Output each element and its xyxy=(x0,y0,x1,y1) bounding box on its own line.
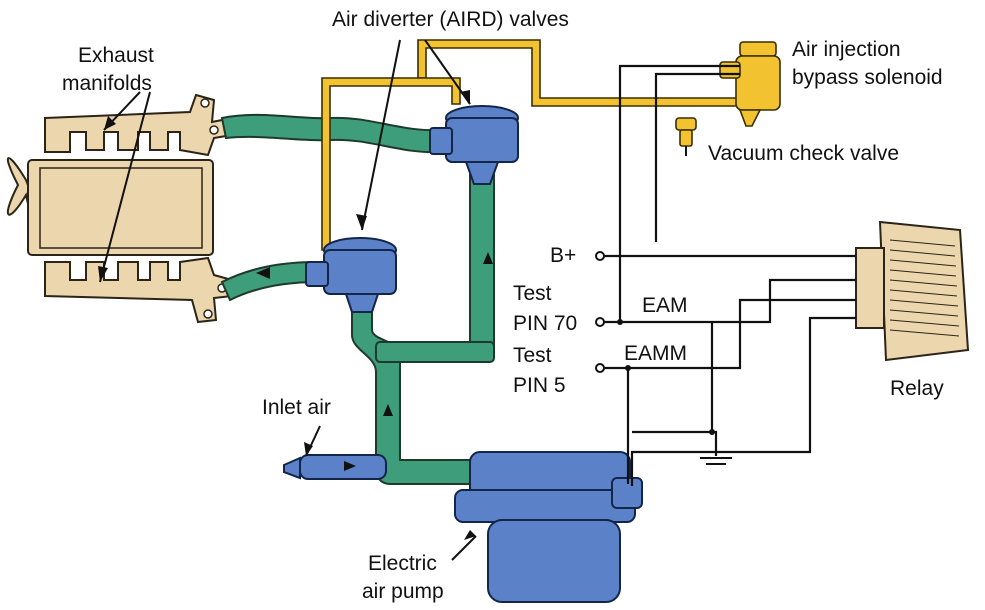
lower-exhaust-manifold xyxy=(45,258,232,322)
b-plus-terminal xyxy=(596,252,604,260)
exhaust-label-line2: manifolds xyxy=(62,72,152,95)
wiring xyxy=(596,66,856,486)
bypass-solenoid xyxy=(720,42,780,126)
solenoid-label-line2: bypass solenoid xyxy=(792,66,943,89)
upper-aird-valve xyxy=(430,106,518,184)
lower-aird-valve xyxy=(306,238,396,312)
test-pin-70-label-line2: PIN 70 xyxy=(513,312,577,335)
aird-valves-label: Air diverter (AIRD) valves xyxy=(332,8,569,31)
exhaust-label-line1: Exhaust xyxy=(78,44,154,67)
check-valve-label: Vacuum check valve xyxy=(708,142,899,165)
relay xyxy=(856,222,968,360)
upper-exhaust-manifold xyxy=(45,95,232,155)
test-pin-70-label-line1: Test xyxy=(513,282,552,305)
inlet-air-label: Inlet air xyxy=(262,396,331,419)
test-pin-70-terminal xyxy=(596,318,604,326)
test-pin-5-label-line2: PIN 5 xyxy=(513,374,566,397)
b-plus-label: B+ xyxy=(550,244,576,267)
solenoid-label-line1: Air injection xyxy=(792,38,901,61)
test-pin-5-terminal xyxy=(596,364,604,372)
relay-label: Relay xyxy=(890,377,944,400)
eam-label: EAM xyxy=(642,294,688,317)
eamm-label: EAMM xyxy=(624,342,687,365)
test-pin-5-label-line1: Test xyxy=(513,344,552,367)
vacuum-check-valve xyxy=(676,118,696,156)
pump-label-line2: air pump xyxy=(362,580,444,603)
pump-label-line1: Electric xyxy=(368,552,437,575)
